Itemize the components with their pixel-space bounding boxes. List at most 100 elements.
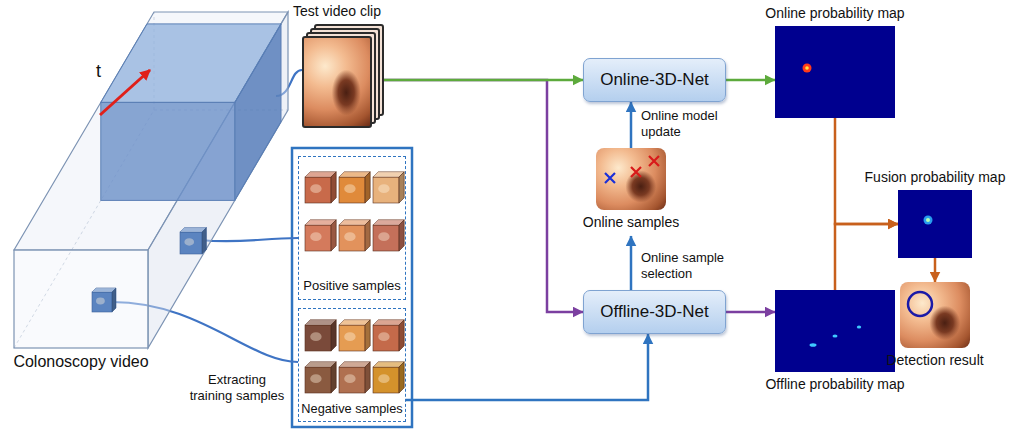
frame-image: Online samples	[596, 148, 666, 210]
cube-front	[373, 225, 399, 251]
cube-highlight	[378, 184, 389, 193]
network-box: Offline-3D-Net	[583, 290, 726, 334]
edge-label: Online model update	[640, 108, 734, 139]
sample-cube	[339, 172, 370, 203]
sample-group-box: Negative samples	[298, 308, 406, 422]
picture-layer	[299, 157, 407, 257]
clip-frame-image	[302, 36, 372, 128]
response-spot	[924, 216, 933, 225]
cube-front	[305, 325, 331, 351]
cube-side-shade	[365, 320, 370, 351]
cube-highlight	[310, 332, 321, 341]
cube-front	[339, 225, 365, 251]
response-core	[805, 66, 809, 70]
frame-image: Detection result	[900, 282, 970, 348]
sample-mark	[631, 167, 641, 177]
cube-front	[373, 325, 399, 351]
cube-highlight	[378, 332, 389, 341]
sample-mark	[649, 156, 659, 166]
node-text: Fusion probability map	[865, 169, 1006, 186]
connector-arrow	[934, 258, 937, 282]
time-arrow	[100, 70, 150, 115]
node-text: Positive samples	[303, 278, 401, 294]
axis-label: t	[96, 62, 101, 82]
cube-side-shade	[399, 362, 404, 393]
connector-arrow	[384, 79, 583, 82]
cuboid-front	[14, 250, 148, 348]
cube-side	[112, 288, 116, 312]
probability-map: Fusion probability map	[898, 190, 972, 258]
picture-layer	[898, 190, 972, 258]
cube-highlight	[310, 232, 321, 241]
cube-highlight	[344, 332, 355, 341]
picture-layer	[299, 309, 407, 399]
node-text: Online samples	[583, 214, 680, 231]
cube-front	[339, 325, 365, 351]
cube-side	[399, 362, 404, 393]
cube-side	[365, 362, 370, 393]
cube-side-shade	[365, 172, 370, 203]
sample-cube	[305, 362, 336, 393]
picture-layer	[14, 12, 288, 348]
cube-side	[331, 172, 336, 203]
cube-side	[365, 172, 370, 203]
cube-side-shade	[331, 220, 336, 251]
cube-front	[339, 367, 365, 393]
sample-cube	[373, 172, 404, 203]
cube-front	[373, 367, 399, 393]
cube-front	[305, 367, 331, 393]
network-box: Online-3D-Net	[583, 58, 726, 102]
sample-cube	[180, 228, 206, 254]
cube-side-shade	[399, 172, 404, 203]
cube-side-shade	[112, 288, 116, 312]
connector-arrow	[630, 102, 633, 148]
clip-block-front	[101, 102, 235, 200]
cube-highlight	[344, 184, 355, 193]
cube-side	[331, 320, 336, 351]
cube-highlight	[184, 238, 194, 245]
cube-side	[202, 228, 206, 254]
cube-side	[399, 220, 404, 251]
response-spot	[833, 334, 838, 337]
probability-map: Online probability map	[775, 26, 895, 118]
cube-side	[365, 220, 370, 251]
sample-cube	[305, 320, 336, 351]
cube-front	[373, 177, 399, 203]
sample-set-frame	[292, 148, 412, 427]
cuboid-top	[14, 12, 288, 250]
cube-side	[399, 172, 404, 203]
response-spot	[857, 325, 861, 328]
connector-arrow	[726, 311, 775, 314]
cube-side	[331, 362, 336, 393]
sample-cube	[305, 220, 336, 251]
sample-cube	[373, 362, 404, 393]
sample-mark	[605, 173, 615, 183]
node-text: Offline-3D-Net	[600, 302, 708, 322]
picture-layer	[775, 290, 895, 372]
response-spot	[803, 64, 812, 73]
sample-cube	[339, 220, 370, 251]
node-text: Detection result	[886, 352, 983, 369]
sample-cube	[339, 362, 370, 393]
cube-highlight	[96, 298, 105, 305]
sample-group-box: Positive samples	[298, 156, 406, 300]
connector-arrow	[406, 334, 648, 400]
cube-front	[92, 292, 112, 312]
cube-side-shade	[202, 228, 206, 254]
cube-side-shade	[331, 172, 336, 203]
sample-cube	[305, 172, 336, 203]
cube-front	[305, 225, 331, 251]
node-text: Test video clip	[293, 3, 381, 20]
cube-highlight	[344, 232, 355, 241]
cube-side-shade	[399, 220, 404, 251]
edge-label: Online sample selection	[640, 250, 734, 281]
picture-layer	[900, 282, 970, 348]
probability-map: Offline probability map	[775, 290, 895, 372]
cube-front	[305, 177, 331, 203]
cube-side	[399, 320, 404, 351]
cube-front	[180, 232, 202, 254]
connector-arrow	[384, 80, 583, 312]
cube-side-shade	[331, 320, 336, 351]
sample-cube	[92, 288, 116, 312]
picture-layer	[596, 148, 666, 210]
